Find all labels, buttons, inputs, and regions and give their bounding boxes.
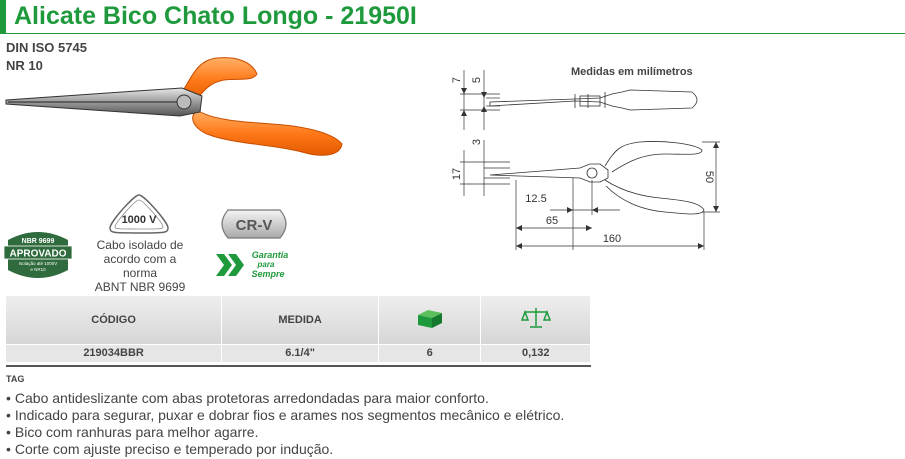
standard-nr: NR 10 — [6, 58, 43, 73]
insulation-line-3: ABNT NBR 9699 — [94, 280, 186, 294]
dim-5: 5 — [471, 77, 483, 83]
dim-160: 160 — [603, 233, 621, 245]
drawing-side-view — [489, 89, 698, 111]
scale-icon — [520, 308, 551, 328]
technical-drawing: 7 5 3 17 50 12.5 65 160 — [451, 70, 720, 250]
voltage-badge: 1000 V — [109, 194, 169, 234]
warranty-badge: Garantia para Sempre — [216, 250, 289, 279]
table-row: 219034BBR 6.1/4" 6 0,132 — [6, 343, 591, 362]
cell-quantity: 6 — [378, 343, 482, 362]
dim-12-5: 12.5 — [525, 193, 546, 205]
pliers-product-image — [5, 57, 343, 156]
title-bar: Alicate Bico Chato Longo - 21950I — [0, 0, 905, 34]
list-item: Indicado para segurar, puxar e dobrar fi… — [6, 407, 564, 424]
drawing-side-dims — [460, 70, 500, 130]
drawing-front-view — [489, 141, 705, 215]
warranty-line-1: Garantia — [252, 250, 289, 260]
nbr-badge-main: APROVADO — [9, 249, 66, 260]
dim-7: 7 — [451, 77, 463, 83]
table-divider — [6, 365, 591, 367]
nbr-badge-top: NBR 9699 — [22, 238, 55, 245]
list-item: Corte com ajuste preciso e temperado por… — [6, 441, 564, 458]
cell-size: 6.1/4" — [221, 343, 379, 362]
feature-list: Cabo antideslizante com abas protetoras … — [6, 390, 564, 458]
list-item: Cabo antideslizante com abas protetoras … — [6, 390, 564, 407]
tag-label: TAG — [6, 374, 25, 384]
header-code: CÓDIGO — [6, 296, 223, 344]
insulation-text: Cabo isolado de acordo com a norma ABNT … — [90, 238, 190, 294]
box-icon — [417, 310, 442, 329]
insulation-line-1: Cabo isolado de — [96, 238, 184, 252]
header-weight — [480, 296, 591, 344]
voltage-badge-text: 1000 V — [122, 214, 158, 226]
crv-text: CR-V — [236, 217, 273, 234]
drawing-units-label: Medidas em milímetros — [571, 66, 693, 78]
warranty-line-3: Sempre — [251, 269, 284, 279]
dim-65: 65 — [546, 215, 558, 227]
dim-17: 17 — [451, 168, 463, 180]
insulation-line-2: acordo com a norma — [103, 252, 177, 280]
standard-din: DIN ISO 5745 — [6, 40, 87, 55]
nbr-badge-sub2: e NR10 — [30, 267, 46, 272]
list-item: Bico com ranhuras para melhor agarre. — [6, 424, 564, 441]
nbr-badge-sub1: Isolação até 1000V — [19, 261, 58, 266]
nbr-approved-badge: NBR 9699 APROVADO Isolação até 1000V e N… — [3, 232, 73, 278]
page-title: Alicate Bico Chato Longo - 21950I — [14, 2, 417, 30]
spec-table: CÓDIGO MEDIDA 219034 — [6, 296, 591, 362]
header-quantity — [378, 296, 482, 344]
warranty-line-2: para — [257, 260, 275, 269]
header-size: MEDIDA — [221, 296, 379, 344]
drawing-front-dims — [460, 140, 720, 250]
dim-50: 50 — [703, 171, 715, 183]
dim-3: 3 — [471, 139, 483, 145]
spec-header-row: CÓDIGO MEDIDA — [6, 296, 591, 344]
crv-material-badge: CR-V — [221, 209, 287, 239]
cell-weight: 0,132 — [480, 343, 591, 362]
cell-code: 219034BBR — [6, 343, 223, 362]
